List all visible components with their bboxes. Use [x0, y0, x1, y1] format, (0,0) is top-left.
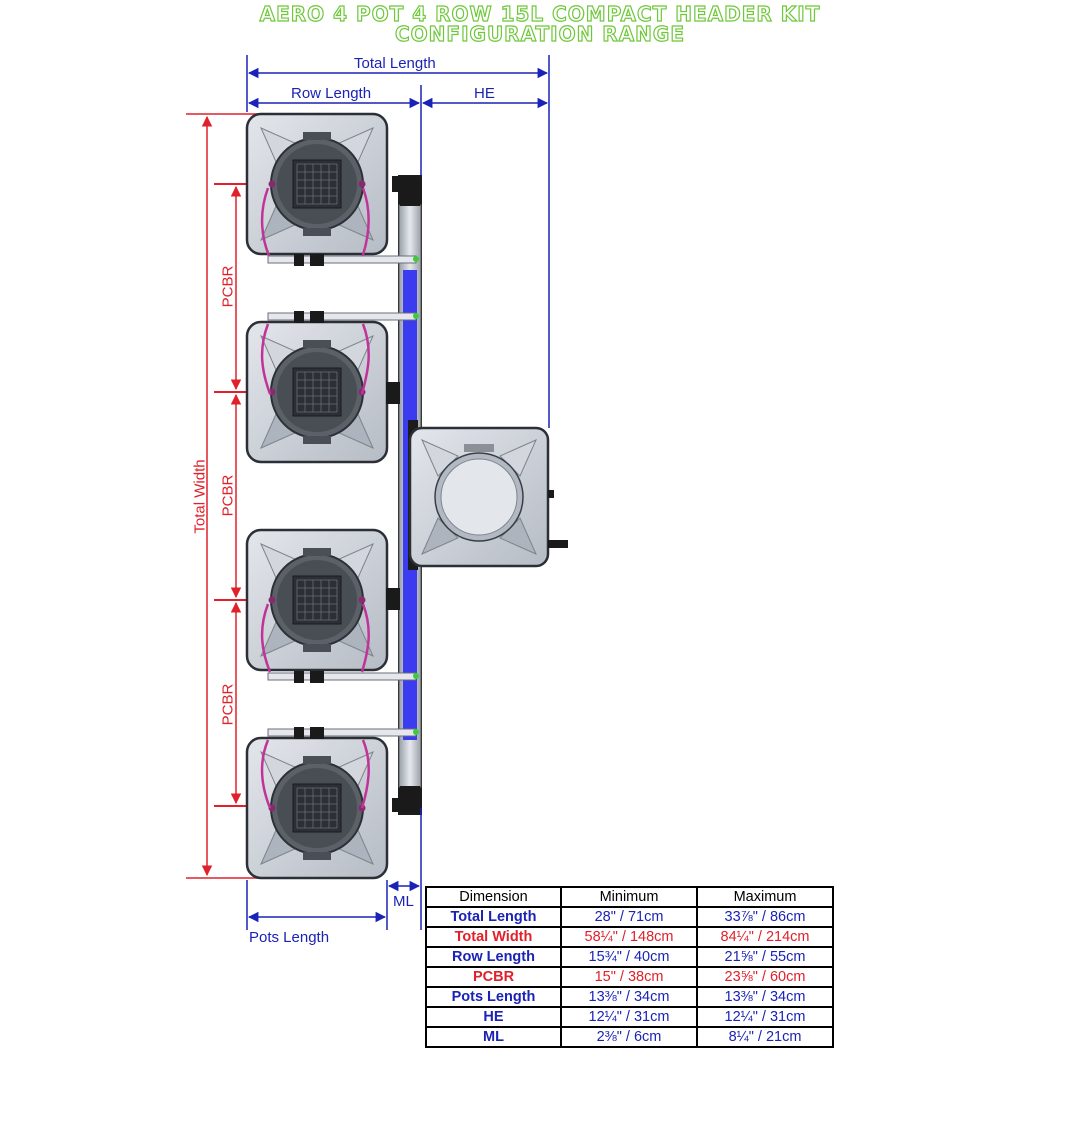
table-row: Pots Length 13⅜" / 34cm 13⅜" / 34cm	[425, 986, 834, 1008]
pots-length-label: Pots Length	[249, 929, 330, 946]
row-min: 2⅜" / 6cm	[560, 1026, 698, 1048]
feed-lines	[267, 254, 419, 739]
row-name: Row Length	[425, 946, 562, 968]
he-label: HE	[474, 85, 495, 102]
row-max: 12¼" / 31cm	[696, 1006, 834, 1028]
row-max: 13⅜" / 34cm	[696, 986, 834, 1008]
pot-4	[245, 736, 389, 880]
table-header-row: Dimension Minimum Maximum	[425, 886, 834, 908]
header-tank	[408, 426, 550, 568]
feed-hoses	[260, 187, 370, 809]
row-min: 12¼" / 31cm	[560, 1006, 698, 1028]
pcbr-label-3: PCBR	[219, 683, 237, 726]
row-max: 84¼" / 214cm	[696, 926, 834, 948]
row-length-label: Row Length	[291, 85, 372, 102]
pot-3	[245, 528, 389, 672]
ml-label: ML	[393, 893, 414, 910]
row-min: 28" / 71cm	[560, 906, 698, 928]
col-header-minimum: Minimum	[560, 886, 698, 908]
row-name: HE	[425, 1006, 562, 1028]
row-name: Total Length	[425, 906, 562, 928]
row-max: 23⅝" / 60cm	[696, 966, 834, 988]
total-length-label: Total Length	[354, 55, 436, 72]
row-min: 13⅜" / 34cm	[560, 986, 698, 1008]
row-name: Pots Length	[425, 986, 562, 1008]
row-max: 8¼" / 21cm	[696, 1026, 834, 1048]
row-max: 33⅞" / 86cm	[696, 906, 834, 928]
table-row: Total Width 58¼" / 148cm 84¼" / 214cm	[425, 926, 834, 948]
col-header-dimension: Dimension	[425, 886, 562, 908]
table-row: Row Length 15¾" / 40cm 21⅝" / 55cm	[425, 946, 834, 968]
table-row: PCBR 15" / 38cm 23⅝" / 60cm	[425, 966, 834, 988]
dimension-table: Dimension Minimum Maximum Total Length 2…	[425, 886, 834, 1048]
pcbr-label-2: PCBR	[219, 474, 237, 517]
row-name: PCBR	[425, 966, 562, 988]
table-row: HE 12¼" / 31cm 12¼" / 31cm	[425, 1006, 834, 1028]
pot-1	[245, 112, 389, 256]
table-row: ML 2⅜" / 6cm 8¼" / 21cm	[425, 1026, 834, 1048]
title-line-2: CONFIGURATION RANGE	[394, 21, 685, 46]
table-row: Total Length 28" / 71cm 33⅞" / 86cm	[425, 906, 834, 928]
pcbr-label-1: PCBR	[219, 265, 237, 308]
row-max: 21⅝" / 55cm	[696, 946, 834, 968]
row-name: ML	[425, 1026, 562, 1048]
title-line-1: AERO 4 POT 4 ROW 15L COMPACT HEADER KIT	[259, 1, 821, 26]
row-min: 15" / 38cm	[560, 966, 698, 988]
row-min: 58¼" / 148cm	[560, 926, 698, 948]
total-width-label: Total Width	[191, 459, 209, 534]
row-name: Total Width	[425, 926, 562, 948]
col-header-maximum: Maximum	[696, 886, 834, 908]
row-min: 15¾" / 40cm	[560, 946, 698, 968]
